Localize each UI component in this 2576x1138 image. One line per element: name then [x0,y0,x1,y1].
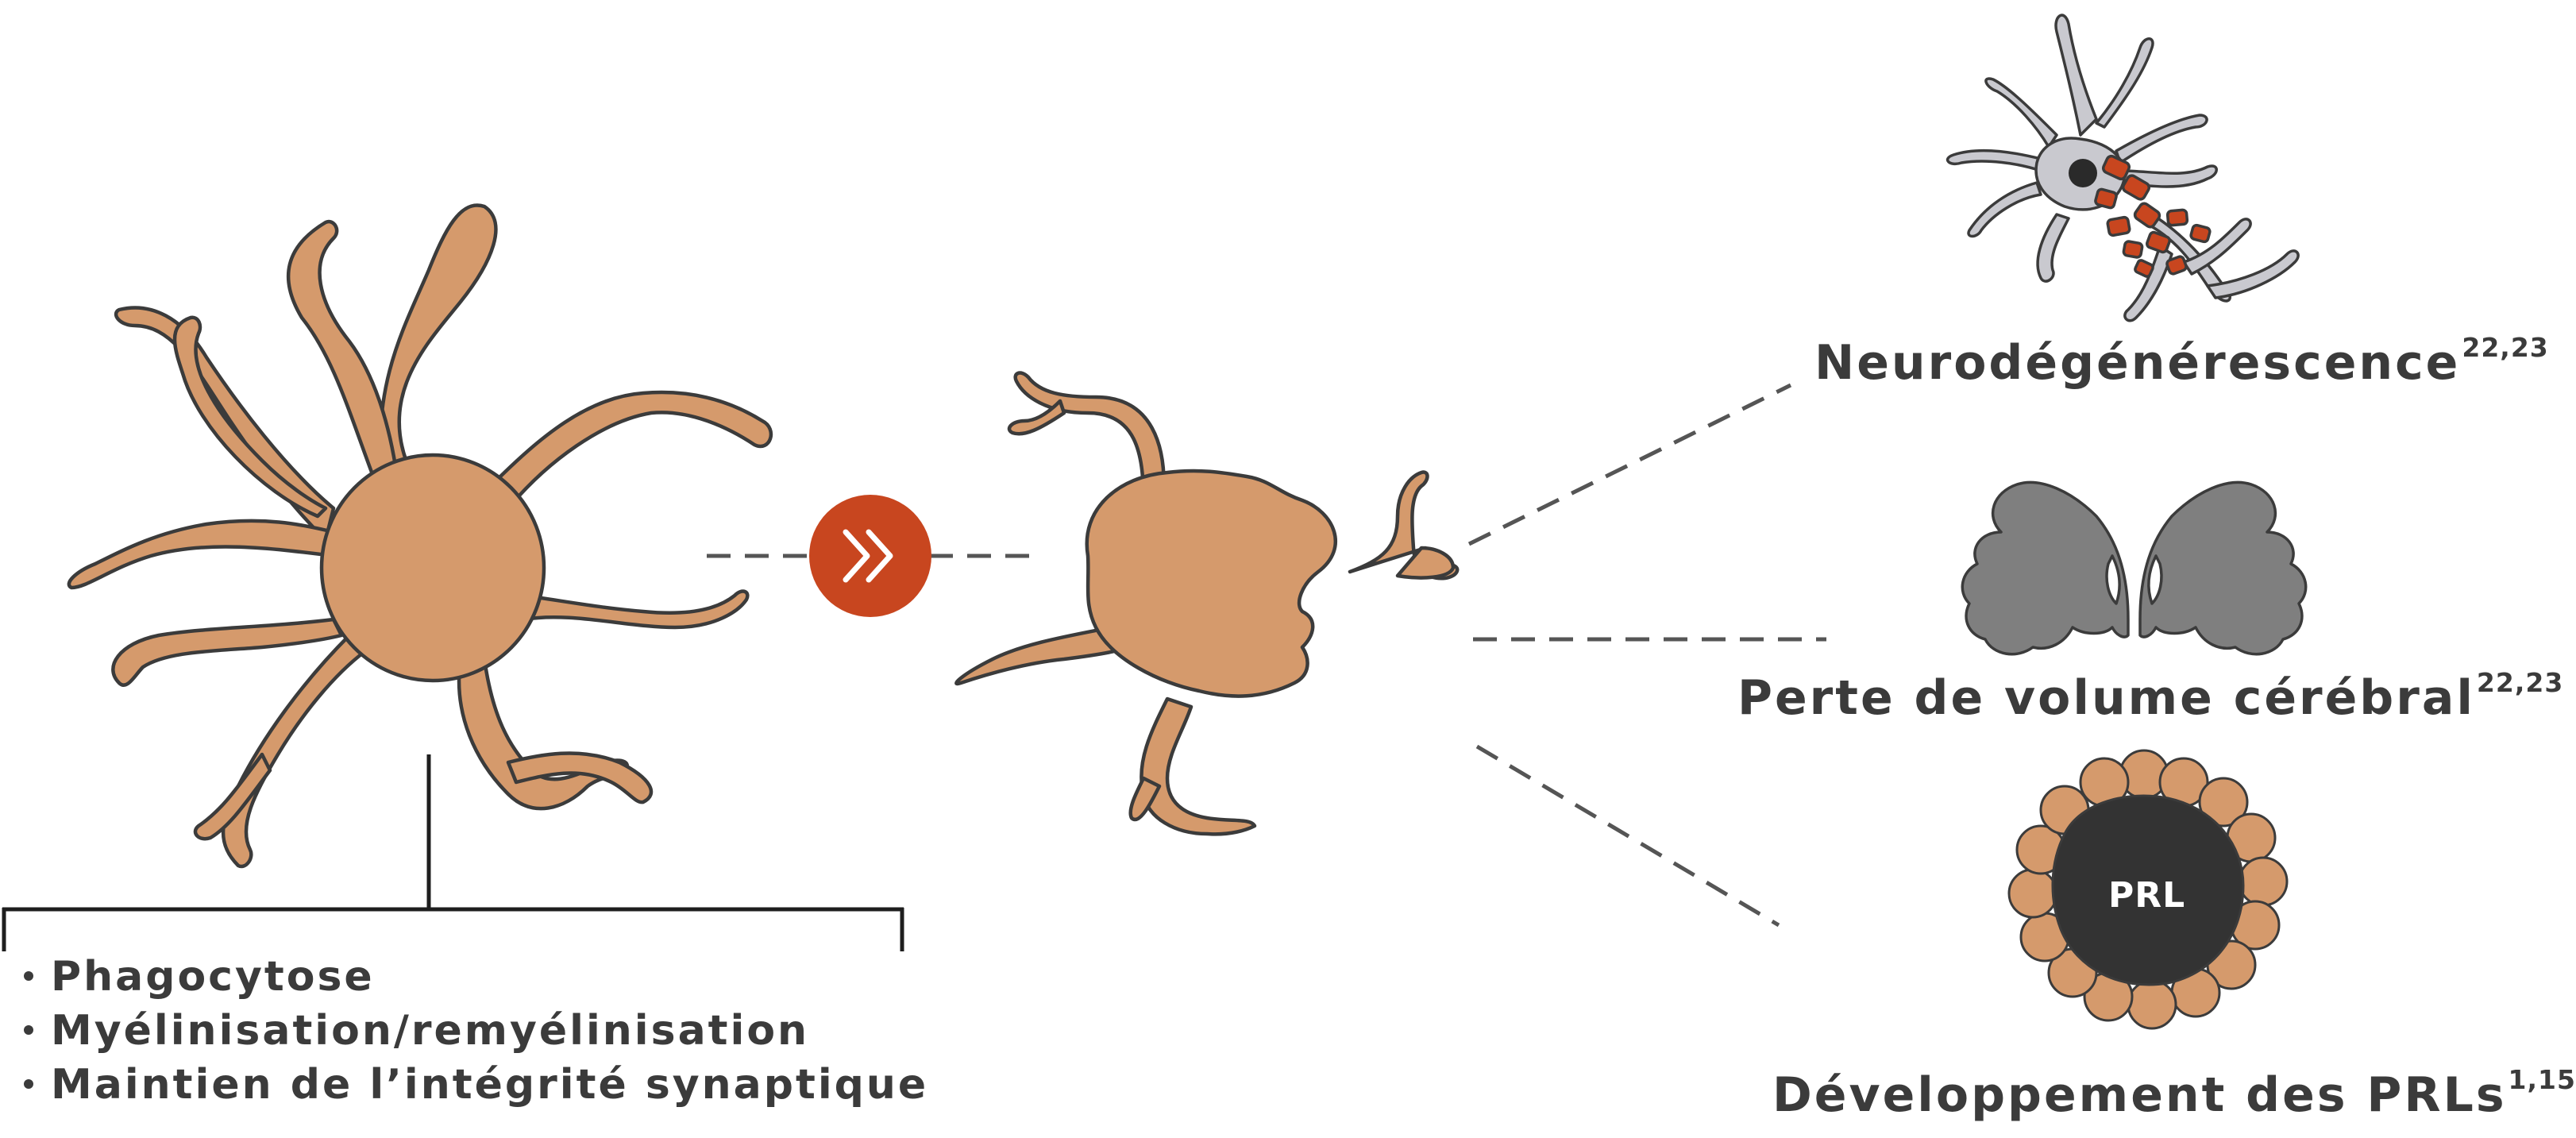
outcome-refs: 22,23 [2462,332,2549,363]
degenerating-neuron-icon [1945,14,2300,322]
double-chevron-right-icon [843,529,893,583]
function-text: Maintien de l’intégrité synaptique [51,1061,929,1109]
microglia-functions-list: Phagocytose Myélinisation/remyélinisatio… [24,950,928,1112]
outcome-refs: 22,23 [2476,667,2564,698]
outcome-refs: 1,15 [2508,1064,2576,1095]
bullet-icon [24,971,33,981]
bullet-icon [24,1079,33,1089]
prl-badge-label: PRL [2108,875,2186,916]
list-item: Myélinisation/remyélinisation [24,1004,928,1058]
prl-lesion-icon [2007,749,2289,1030]
transition-button [809,495,931,617]
list-item: Phagocytose [24,950,928,1004]
function-text: Myélinisation/remyélinisation [51,1007,810,1055]
functions-bracket [2,754,904,951]
outcome-text: Neurodégénérescence [1814,335,2461,392]
function-text: Phagocytose [51,953,375,1001]
outcome-label-neurodegeneration: Neurodégénérescence22,23 [1814,332,2549,391]
ramified-microglia [67,203,773,869]
outcome-label-brain-volume-loss: Perte de volume cérébral22,23 [1737,667,2563,726]
outcome-connectors [1467,383,1826,928]
bullet-icon [24,1025,33,1035]
activated-microglia [954,371,1460,836]
outcome-label-prl-development: Développement des PRLs1,15 [1772,1064,2576,1123]
brain-atrophy-icon [1961,480,2308,656]
outcome-text: Développement des PRLs [1772,1067,2507,1124]
list-item: Maintien de l’intégrité synaptique [24,1058,928,1112]
outcome-text: Perte de volume cérébral [1737,670,2475,727]
